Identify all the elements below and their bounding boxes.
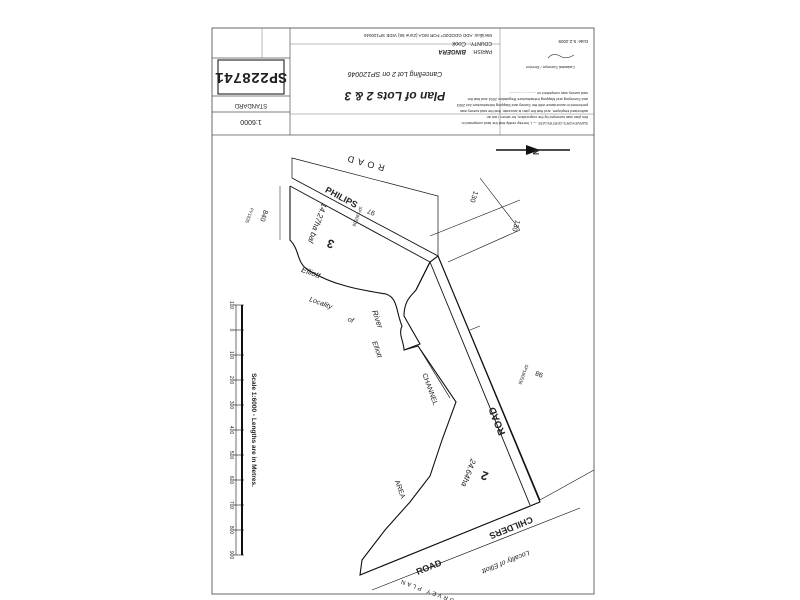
philips-road-edge (289, 185, 431, 263)
childers-road-edge (429, 261, 531, 506)
certificate-line-1: SURVEYOR'S CERTIFICATE — I, hereby certi… (462, 121, 589, 125)
scale-tick: 100 (228, 301, 234, 310)
lot-2-number: 2 (479, 468, 490, 484)
lot-97-label: 97 (367, 207, 377, 216)
scale-tick: 300 (228, 401, 234, 410)
meridian-note: Meridian: ADD GDOD2D* FOR MGA (Zone 56) … (363, 33, 492, 38)
county-label: COUNTY: (470, 40, 492, 46)
county-value: Cook (451, 40, 466, 46)
lot-3-boundary (289, 186, 431, 351)
lot-3-number: 3 (325, 236, 336, 252)
scale-bar-label: Scale 1:6000 - Lengths are in Metres. (250, 373, 257, 487)
scale-tick: 600 (228, 476, 234, 485)
title-block: SP228741 1:6000 STANDARD Plan of Lots 2 … (212, 28, 594, 136)
scale-tick: 400 (228, 426, 234, 435)
north-arrow: N (496, 145, 570, 155)
plan-border (211, 27, 595, 595)
philips-road-edge (291, 177, 439, 257)
scale-tick: 900 (228, 551, 234, 560)
format-value: STANDARD (234, 102, 267, 108)
lot-98-boundary (539, 469, 595, 501)
of-label: of (347, 316, 356, 325)
lot-130-label: 130 (468, 190, 479, 203)
scale-value: 1:6000 (240, 118, 262, 125)
north-label: N (531, 149, 540, 155)
lot-97-boundary (291, 157, 439, 256)
scale-tick: 500 (228, 451, 234, 460)
plan-number: SP228741 (215, 68, 287, 85)
certificate-signatory: Cadastral Surveyor / Director (525, 65, 575, 69)
parish-value: BINGERA (438, 48, 466, 54)
lot-130-label-b: 130 (510, 219, 521, 232)
scale-tick: 800 (228, 526, 234, 535)
scale-tick: 200 (228, 376, 234, 385)
scale-tick: 0 (228, 329, 234, 332)
channel-line (417, 345, 451, 399)
parcel-map (279, 157, 595, 591)
surveyor-certificate: SURVEYOR'S CERTIFICATE — I, hereby certi… (457, 39, 588, 125)
lot-840-label: 840 (258, 209, 269, 222)
lot-98-label: 98 (535, 369, 545, 378)
lot-840-plan: FY1835 (244, 207, 254, 224)
parish-label: PARISH: (472, 48, 492, 54)
surveyor-signature (547, 54, 575, 59)
bottom-road-edge (371, 507, 581, 591)
certificate-date: Date: 5.2.2009 (558, 39, 588, 44)
lot-130-boundary (429, 177, 521, 263)
certificate-line-5: and Surveying and Mapping Infrastructure… (467, 97, 588, 101)
certificate-line-2: this plan was surveyed by the corporatio… (487, 115, 588, 119)
scale-tick: 100 (228, 351, 234, 360)
plan-subtitle: Cancelling Lot 2 on SP120046 (348, 70, 443, 77)
certificate-line-4: performed in accordance with the Survey … (457, 103, 588, 107)
certificate-line-6: said survey was completed on ...........… (509, 91, 588, 95)
plan-number-box (217, 59, 285, 95)
scale-bar: 100 0 100 200 300 400 500 600 700 800 90… (228, 301, 257, 560)
certificate-line-3: authorised employee, and that the plan i… (460, 109, 588, 113)
scale-tick: 700 (228, 501, 234, 510)
plan-title: Plan of Lots 2 & 3 (344, 89, 445, 103)
